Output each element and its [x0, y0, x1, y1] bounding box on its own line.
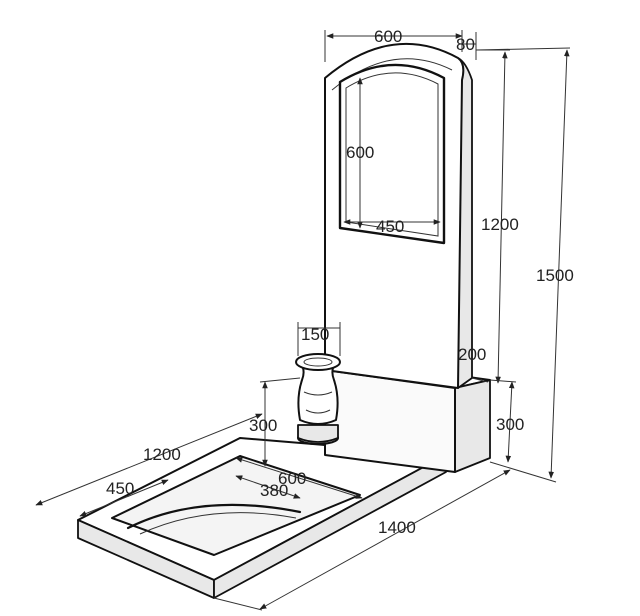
label-frame-height: 600: [346, 143, 374, 162]
label-border-width: 600: [278, 469, 306, 488]
label-frame-width: 450: [376, 217, 404, 236]
label-vase-diameter: 150: [301, 325, 329, 344]
label-flowerbed-width: 450: [106, 479, 134, 498]
label-base-length: 1400: [378, 518, 416, 537]
label-border-length: 1200: [143, 445, 181, 464]
dimension-lines: [35, 30, 571, 611]
label-stele-width: 600: [374, 27, 402, 46]
label-stele-thickness: 80: [456, 35, 475, 54]
photo-frame: [338, 63, 446, 245]
label-pedestal-depth: 200: [458, 345, 486, 364]
label-flowerbed-inner: 380: [260, 481, 288, 500]
vase: [295, 353, 341, 445]
label-total-height: 1500: [536, 266, 574, 285]
label-stele-height: 1200: [481, 215, 519, 234]
label-pedestal-height: 300: [496, 415, 524, 434]
label-vase-height: 300: [249, 416, 277, 435]
